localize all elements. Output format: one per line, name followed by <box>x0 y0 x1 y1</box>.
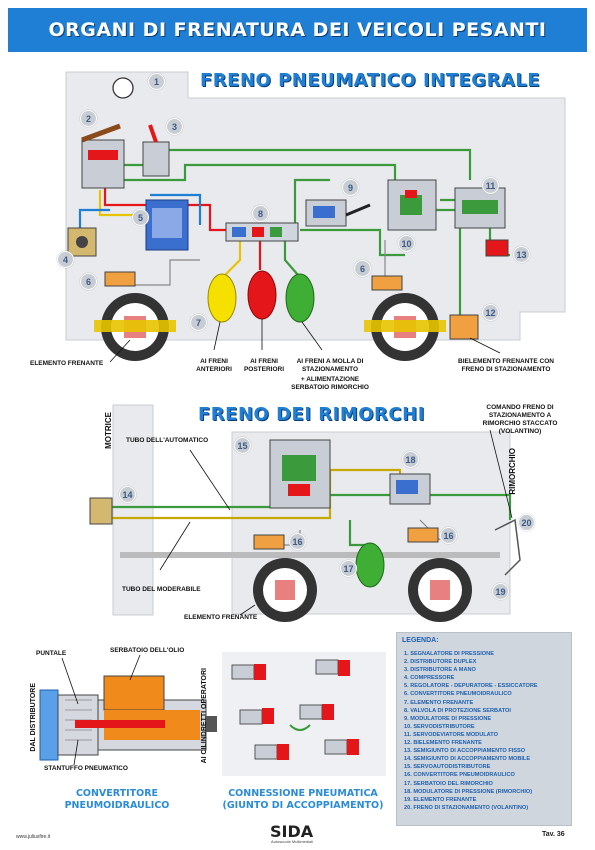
label-elemento-frenante-2: ELEMENTO FRENANTE <box>184 614 258 621</box>
callout-6b: 6 <box>354 260 371 277</box>
callout-17: 17 <box>340 560 357 577</box>
front-brake-element <box>94 293 176 361</box>
legend-item: 10. SERVODISTRIBUTORE <box>404 723 475 730</box>
legend-item: 6. CONVERTITORE PNEUMOIDRAULICO <box>404 691 512 698</box>
legend-list: 1. SEGNALATORE DI PRESSIONE 2. DISTRIBUT… <box>397 650 571 812</box>
legend-item: 7. ELEMENTO FRENANTE <box>404 699 474 706</box>
page-title: ORGANI DI FRENATURA DEI VEICOLI PESANTI <box>8 8 587 52</box>
legend-item: 4. COMPRESSORE <box>404 675 455 682</box>
leader-lines-section1 <box>109 319 501 363</box>
callout-6a: 6 <box>80 273 97 290</box>
trailer-brake-right <box>408 558 472 622</box>
legend-box: LEGENDA: 1. SEGNALATORE DI PRESSIONE 2. … <box>396 632 572 826</box>
section1-title: FRENO PNEUMATICO INTEGRALE <box>200 70 541 91</box>
callout-20: 20 <box>518 514 535 531</box>
legend-item: 3. DISTRIBUTORE A MANO <box>404 667 476 674</box>
callout-2: 2 <box>80 110 97 127</box>
caption-convertitore: CONVERTITORE PNEUMOIDRAULICO <box>64 788 170 811</box>
callout-13: 13 <box>513 246 530 263</box>
legend-item: 11. SERVODEVIATORE MODULATO <box>404 731 498 738</box>
callout-15: 15 <box>234 437 251 454</box>
label-alimentazione: + ALIMENTAZIONE SERBATOIO RIMORCHIO <box>291 376 369 392</box>
label-ai-cilindretti: AI CILINDRETTI OPERATORI <box>201 668 208 764</box>
spring-brake-tank-green <box>285 273 315 323</box>
callout-10: 10 <box>398 235 415 252</box>
coupling-illustration <box>222 652 386 776</box>
leader-lines-converter <box>61 654 141 766</box>
footer-website: www.juliusfire.it <box>16 834 51 840</box>
duplex-distributor-icon <box>81 139 125 189</box>
bielement-brake-icon <box>449 314 479 340</box>
fixed-coupling-icon <box>485 239 509 257</box>
legend-item: 18. MODULATORE DI PRESSIONE (RIMORCHIO) <box>404 788 533 795</box>
legend-item: 13. SEMIGIUNTO DI ACCOPPIAMENTO FISSO <box>404 748 526 755</box>
label-freni-anteriori: AI FRENI ANTERIORI <box>196 358 232 374</box>
callout-8: 8 <box>252 205 269 222</box>
rear-tank-red <box>247 270 277 320</box>
pressure-gauge-icon <box>112 77 134 99</box>
callout-1: 1 <box>148 73 165 90</box>
legend-item: 8. VALVOLA DI PROTEZIONE SERBATOI <box>404 707 511 714</box>
callout-9: 9 <box>342 179 359 196</box>
rear-brake-element <box>364 293 446 361</box>
table-number: Tav. 36 <box>542 831 565 838</box>
front-tank-yellow <box>207 273 237 323</box>
callout-4: 4 <box>57 251 74 268</box>
label-tubo-moderabile: TUBO DEL MODERABILE <box>122 586 201 593</box>
label-rimorchio: RIMORCHIO <box>508 448 517 495</box>
label-tubo-automatico: TUBO DELL'AUTOMATICO <box>126 437 209 444</box>
brand-logo: SIDA <box>270 822 314 841</box>
section2-title: FRENO DEI RIMORCHI <box>198 404 425 425</box>
brand-tagline: Autoscuole Multimediali <box>271 839 314 844</box>
converter-cutaway-diagram <box>39 675 217 761</box>
label-freni-molla: AI FRENI A MOLLA DI STAZIONAMENTO <box>296 358 364 374</box>
legend-item: 1. SEGNALATORE DI PRESSIONE <box>404 651 494 657</box>
callout-18: 18 <box>402 451 419 468</box>
legend-item: 5. REGOLATORE - DEPURATORE - ESSICCATORE <box>404 683 538 690</box>
legend-item: 14. SEMIGIUNTO DI ACCOPPIAMENTO MOBILE <box>404 756 531 763</box>
callout-14: 14 <box>119 486 136 503</box>
trailer-tank-green <box>355 542 385 588</box>
trailer-converter-left-icon <box>253 534 285 550</box>
leader-lines-section2 <box>159 429 513 616</box>
label-comando-freno: COMANDO FRENO DI STAZIONAMENTO A RIMORCH… <box>482 404 558 436</box>
trailer-brake-left <box>253 558 317 622</box>
label-dal-distributore: DAL DISTRIBUTORE <box>30 683 37 752</box>
legend-item: 15. SERVOAUTODISTRIBUTORE <box>404 764 491 771</box>
mobile-coupling-icon <box>89 497 113 525</box>
callout-5: 5 <box>132 209 149 226</box>
callout-11: 11 <box>482 177 499 194</box>
legend-item: 2. DISTRIBUTORE DUPLEX <box>404 659 477 666</box>
label-bielemento: BIELEMENTO FRENANTE CON FRENO DI STAZION… <box>458 358 554 374</box>
label-stantuffo: STANTUFFO PNEUMATICO <box>44 765 128 772</box>
trailer-converter-right-icon <box>407 527 439 543</box>
legend-item: 9. MODULATORE DI PRESSIONE <box>404 715 492 722</box>
legend-item: 19. ELEMENTO FRENANTE <box>404 796 477 803</box>
callout-19: 19 <box>492 583 509 600</box>
callout-16b: 16 <box>440 527 457 544</box>
label-serbatoio-olio: SERBATOIO DELL'OLIO <box>110 647 185 654</box>
label-puntale: PUNTALE <box>36 650 67 657</box>
motrice-panel <box>112 404 154 616</box>
callout-12: 12 <box>482 304 499 321</box>
legend-item: 20. FRENO DI STAZIONAMENTO (VOLANTINO) <box>404 804 529 811</box>
legend-item: 12. BIELEMENTO FRENANTE <box>404 740 482 747</box>
hand-distributor-icon <box>142 141 170 177</box>
caption-connessione: CONNESSIONE PNEUMATICA (GIUNTO DI ACCOPP… <box>222 788 384 811</box>
legend-item: 17. SERBATOIO DEL RIMORCHIO <box>404 780 493 787</box>
callout-3: 3 <box>166 118 183 135</box>
label-elemento-frenante: ELEMENTO FRENANTE <box>30 360 104 367</box>
callout-7: 7 <box>190 314 207 331</box>
callout-16a: 16 <box>289 533 306 550</box>
legend-title: LEGENDA: <box>402 637 439 644</box>
label-motrice: MOTRICE <box>104 412 113 449</box>
converter-right-icon <box>371 275 403 291</box>
converter-left-icon <box>104 271 136 287</box>
label-freni-posteriori: AI FRENI POSTERIORI <box>243 358 285 374</box>
handwheel-icon <box>494 518 521 576</box>
legend-item: 16. CONVERTITORE PNEUMOIDRAULICO <box>404 772 515 779</box>
